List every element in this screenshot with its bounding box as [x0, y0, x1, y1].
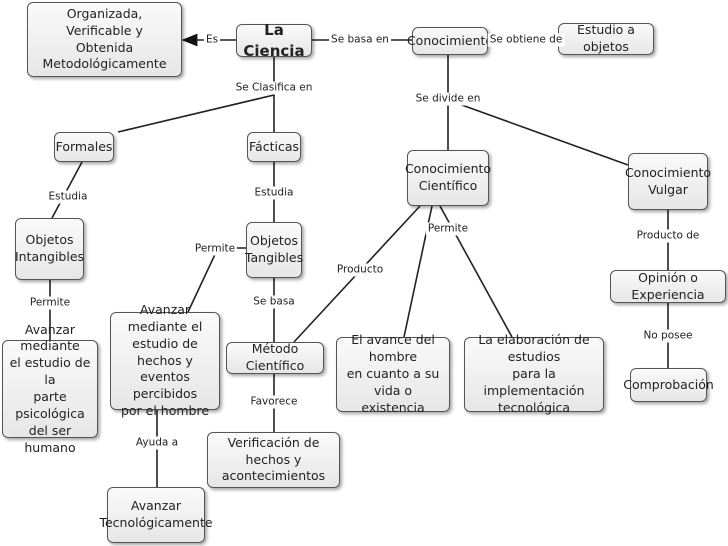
link-label-producto-de: Producto de	[634, 229, 702, 243]
node-avanzar-psicologica: Avanzar mediante el estudio de la parte …	[2, 322, 98, 455]
node-conocimiento-cientifico: Conocimiento Científico	[405, 150, 491, 206]
link-label-permite-cientifico: Permite	[425, 222, 471, 236]
node-avance-hombre: El avance del hombre en cuanto a su vida…	[336, 332, 450, 415]
edge-formales-intangibles	[51, 161, 83, 219]
node-conocimiento-vulgar: Conocimiento Vulgar	[625, 153, 711, 210]
node-verificacion: Verificación de hechos y acontecimientos	[207, 432, 340, 488]
link-label-favorece: Favorece	[248, 395, 300, 409]
link-label-se-basa-en: Se basa en	[329, 33, 391, 47]
link-label-no-posee: No posee	[641, 329, 695, 343]
link-label-ayuda-a: Ayuda a	[133, 436, 181, 450]
link-label-producto: Producto	[334, 263, 386, 277]
link-label-se-clasifica-en: Se Clasifica en	[233, 81, 315, 95]
node-estudio-objetos: Estudio a objetos	[558, 22, 654, 55]
node-conocimiento: Conocimiento	[407, 27, 493, 55]
link-label-estudia-formales: Estudia	[46, 190, 90, 204]
node-metodo-cientifico: Método Científico	[226, 341, 324, 374]
node-avanzar-hechos: Avanzar mediante el estudio de hechos y …	[110, 302, 220, 418]
node-opinion-experiencia: Opinión o Experiencia	[610, 270, 726, 303]
node-formales: Formales	[54, 132, 114, 162]
node-objetos-tangibles: Objetos Tangibles	[245, 222, 303, 278]
link-label-es: Es	[203, 33, 221, 47]
node-la-ciencia: La Ciencia	[236, 21, 312, 60]
node-avanzar-tecnologicamente: Avanzar Tecnológicamente	[99, 487, 213, 543]
node-comprobacion: Comprobación	[623, 368, 714, 402]
node-organizada: Organizada, Verificable y Obtenida Metod…	[27, 2, 182, 77]
node-facticas: Fácticas	[247, 132, 301, 162]
link-label-permite-intangibles: Permite	[27, 296, 73, 310]
link-label-permite-tangibles: Permite	[192, 242, 238, 256]
link-label-se-basa: Se basa	[251, 295, 297, 309]
edge-divide-vulgar	[447, 99, 629, 166]
link-label-se-obtiene-de: Se obtiene de	[487, 33, 565, 47]
node-elaboracion-estudios: La elaboración de estudios para la imple…	[464, 332, 604, 415]
link-label-se-divide-en: Se divide en	[413, 92, 483, 106]
node-objetos-intangibles: Objetos Intangibles	[15, 218, 84, 280]
link-label-estudia-facticas: Estudia	[252, 186, 296, 200]
